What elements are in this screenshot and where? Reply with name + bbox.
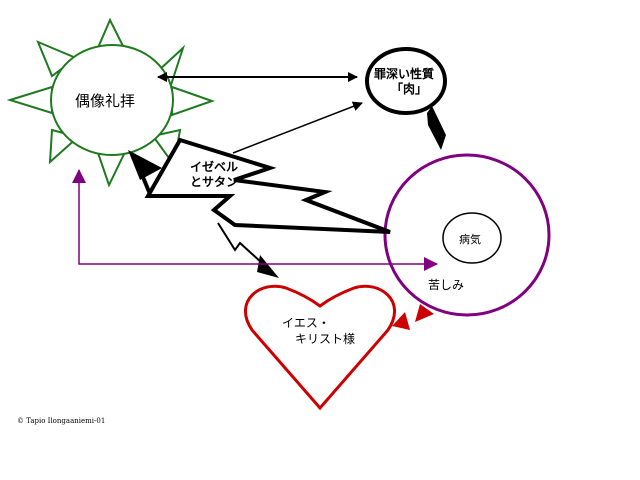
illness-circle bbox=[442, 212, 502, 264]
arrow-jezebel-sinful-nature bbox=[232, 101, 363, 154]
idolatry-circle bbox=[50, 44, 174, 156]
jesus-label-line2: キリスト様 bbox=[295, 332, 355, 346]
sun-ray-left bbox=[6, 85, 53, 115]
bolt-arrowhead-idolatry bbox=[128, 150, 162, 180]
sun-ray-right bbox=[171, 85, 216, 117]
arrow-bolt-jesus bbox=[217, 222, 263, 264]
suffering-node: 病気 苦しみ bbox=[383, 153, 551, 317]
idolatry-sun: 偶像礼拝 bbox=[6, 17, 216, 188]
heart-shape bbox=[244, 284, 396, 411]
sinful-nature-label-line1: 罪深い性質 bbox=[374, 66, 434, 81]
lightning-bolt-shape bbox=[144, 137, 391, 234]
jesus-label-line1: イエス・ bbox=[282, 316, 330, 330]
sinful-nature-label-line2: 「肉」 bbox=[391, 81, 427, 96]
sinful-nature-ellipse bbox=[365, 47, 447, 115]
jesus-node: イエス・ キリスト様 bbox=[244, 284, 396, 411]
jezebel-label-line2: とサタン bbox=[190, 175, 238, 189]
copyright-text: © Tapio Ilongaaniemi-01 bbox=[17, 417, 105, 425]
jezebel-satan-bolt: イゼベル とサタン bbox=[128, 137, 391, 234]
idolatry-label: 偶像礼拝 bbox=[75, 92, 135, 110]
sinful-nature-node: 罪深い性質 「肉」 bbox=[365, 47, 447, 115]
arrowhead-bolt-jesus bbox=[257, 255, 279, 278]
red-arrowhead-lower bbox=[392, 312, 410, 330]
arrow-idolatry-suffering bbox=[72, 169, 438, 271]
arrow-jesus-suffering bbox=[392, 304, 434, 330]
jezebel-label-line1: イゼベル bbox=[190, 159, 238, 174]
red-arrowhead-upper bbox=[415, 304, 434, 322]
suffering-label: 苦しみ bbox=[428, 278, 464, 292]
connector-sinful-nature-suffering bbox=[427, 106, 446, 150]
illness-label: 病気 bbox=[459, 232, 481, 246]
